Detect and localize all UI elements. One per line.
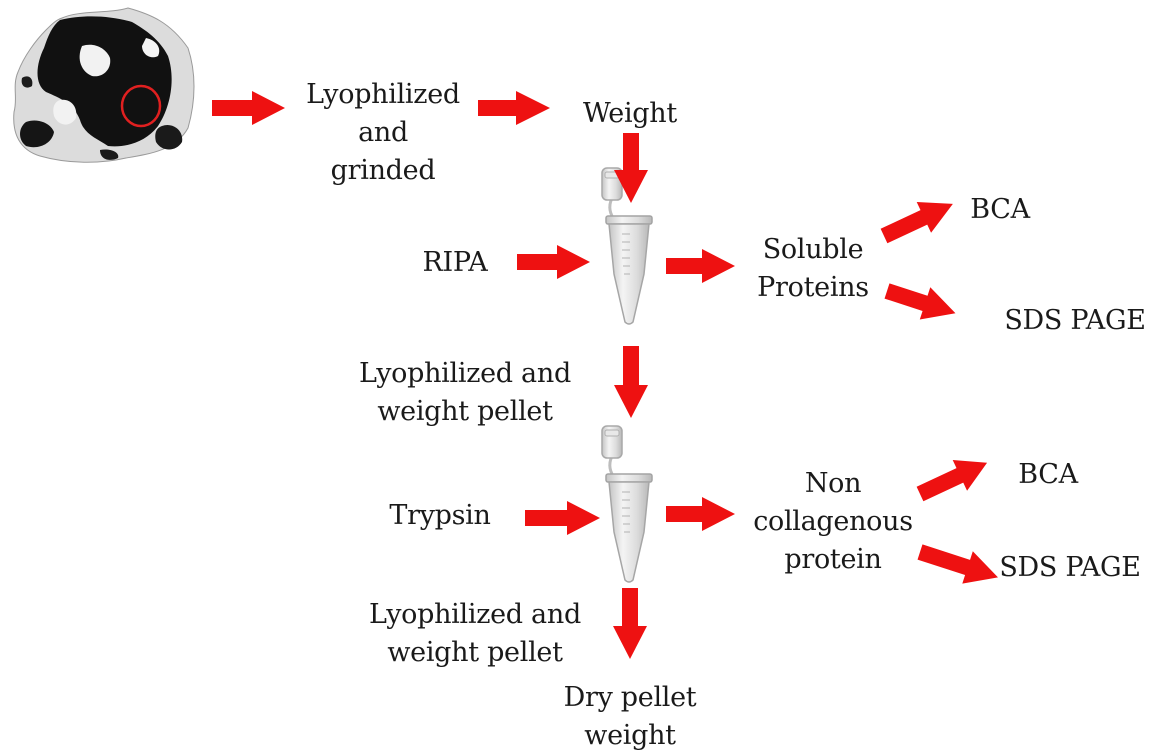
- label-trypsin: Trypsin: [375, 497, 505, 535]
- label-dry-pellet-weight: Dry pellet weight: [540, 679, 720, 755]
- arrow-down: [614, 346, 648, 418]
- arrow-right: [212, 91, 285, 125]
- microcentrifuge-tube-icon: [602, 426, 652, 582]
- arrow-diagonal-down: [882, 275, 961, 330]
- label-lyophilized-weight-pellet-2: Lyophilized and weight pellet: [345, 596, 605, 672]
- label-bca-top: BCA: [950, 191, 1050, 229]
- label-sds-page-top: SDS PAGE: [985, 302, 1165, 340]
- label-ripa: RIPA: [405, 244, 505, 282]
- arrow-right: [666, 249, 735, 283]
- label-non-collagenous-protein: Non collagenous protein: [748, 465, 918, 579]
- cowhide-icon: [14, 8, 194, 162]
- arrow-diagonal-up: [877, 188, 960, 251]
- label-lyophilized-and-grinded: Lyophilized and grinded: [293, 76, 473, 190]
- arrow-right: [517, 245, 590, 279]
- label-bca-bottom: BCA: [998, 456, 1098, 494]
- arrow-right: [525, 501, 600, 535]
- label-weight: Weight: [560, 95, 700, 133]
- arrow-right: [478, 91, 550, 125]
- arrow-down: [613, 588, 647, 659]
- arrow-right: [666, 497, 735, 531]
- label-soluble-proteins: Soluble Proteins: [738, 231, 888, 307]
- arrow-diagonal-up: [913, 447, 994, 509]
- label-lyophilized-weight-pellet-1: Lyophilized and weight pellet: [335, 355, 595, 431]
- label-sds-page-bottom: SDS PAGE: [980, 549, 1160, 587]
